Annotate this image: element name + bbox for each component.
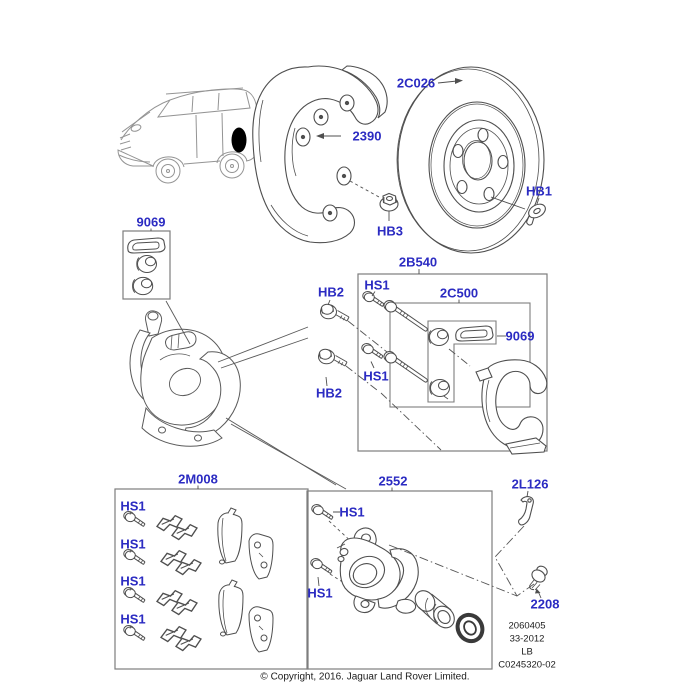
caliper-bolt <box>310 504 356 589</box>
leader-lines <box>165 300 347 490</box>
label-carrier-bolt[interactable]: HB2 <box>315 385 343 401</box>
axis-dash-lines <box>388 525 542 597</box>
brake-disc <box>396 66 545 254</box>
caliper-assembly-illustration <box>129 310 241 447</box>
label-guide-bolt[interactable]: HS1 <box>120 573 146 589</box>
guide-pin-kit-box <box>389 302 531 408</box>
shield-nut <box>349 180 399 221</box>
caliper-box <box>306 487 493 670</box>
splash-shield <box>252 65 388 244</box>
carrier-kit-box <box>318 269 548 455</box>
disc-bolt-holes <box>452 127 509 202</box>
bushing <box>428 328 449 346</box>
piston-seal <box>455 612 485 644</box>
pad-bolt <box>123 511 146 641</box>
footnote-section: 33-2012 <box>509 633 545 645</box>
bleed-screw <box>529 565 548 599</box>
disc-screw <box>490 196 546 226</box>
label-guide-bolt[interactable]: HS1 <box>339 504 365 520</box>
label-bushing-kit[interactable]: 9069 <box>136 214 166 230</box>
label-carrier-bolt[interactable]: HB2 <box>317 284 345 300</box>
callout-arrows <box>316 78 463 139</box>
bushing-kit-box <box>122 228 171 300</box>
label-guide-pin-kit[interactable]: 2C500 <box>439 285 479 301</box>
brake-pad <box>217 507 274 653</box>
guide-bolt <box>361 291 385 369</box>
carrier-bracket <box>475 359 548 455</box>
pad-clip-set <box>156 514 202 652</box>
boot-box <box>427 320 497 403</box>
carrier-bolt <box>318 299 350 387</box>
footnote-code: 2060405 <box>508 620 546 632</box>
location-marker-dot <box>231 127 247 153</box>
label-disc-screw[interactable]: HB1 <box>525 183 553 199</box>
dash-dot-lines <box>345 320 471 451</box>
piston <box>414 590 455 629</box>
label-shield-nut[interactable]: HB3 <box>376 223 404 239</box>
label-carrier-kit[interactable]: 2B540 <box>398 254 438 270</box>
vehicle-illustration <box>117 87 259 184</box>
label-bleed-screw[interactable]: 2208 <box>530 596 560 612</box>
wear-sensor <box>518 490 534 526</box>
label-brake-disc[interactable]: 2C026 <box>396 75 436 91</box>
label-caliper[interactable]: 2552 <box>378 473 408 489</box>
label-guide-bolt[interactable]: HS1 <box>364 277 390 293</box>
label-guide-bolt[interactable]: HS1 <box>120 536 146 552</box>
label-wear-sensor[interactable]: 2L126 <box>511 476 549 492</box>
bushing <box>429 379 450 397</box>
label-splash-shield[interactable]: 2390 <box>352 128 382 144</box>
footnote-drawing-number: C0245320-02 <box>498 659 556 671</box>
boot <box>455 325 494 342</box>
footnote-market: LB <box>521 646 533 658</box>
label-guide-bolt[interactable]: HS1 <box>120 498 146 514</box>
label-guide-bolt[interactable]: HS1 <box>363 368 389 384</box>
caliper-housing <box>336 527 419 614</box>
copyright-text: © Copyright, 2016. Jaguar Land Rover Lim… <box>260 671 470 683</box>
pad-kit-box <box>114 485 309 670</box>
label-pad-kit[interactable]: 2M008 <box>178 471 218 487</box>
label-guide-bolt[interactable]: HS1 <box>120 611 146 627</box>
label-guide-bolt[interactable]: HS1 <box>307 585 333 601</box>
label-bushing-kit[interactable]: 9069 <box>505 328 535 344</box>
